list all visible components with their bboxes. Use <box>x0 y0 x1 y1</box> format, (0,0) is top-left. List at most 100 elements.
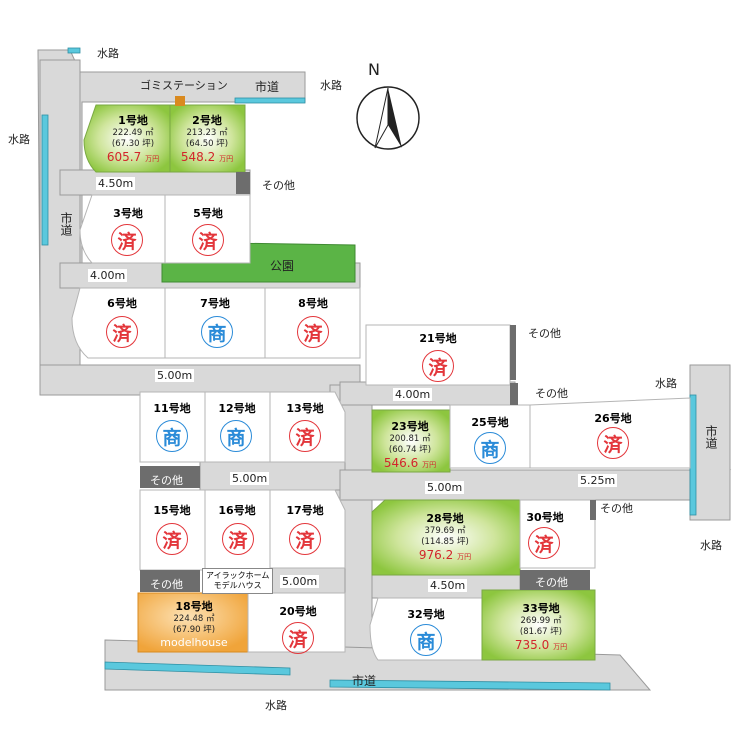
lot-30[interactable]: 30号地 <box>515 509 575 525</box>
negotiation-stamp: 商 <box>156 420 188 452</box>
lot-price-value: 546.6 <box>383 456 419 470</box>
sold-stamp: 済 <box>282 622 314 654</box>
other-plot-b <box>510 325 516 380</box>
lot-tsubo: (81.67 坪) <box>519 627 563 637</box>
negotiation-stamp: 商 <box>410 624 442 656</box>
sold-stamp: 済 <box>192 224 224 256</box>
lot-11[interactable]: 11号地 <box>142 400 202 416</box>
lot-3[interactable]: 3号地 <box>98 205 158 221</box>
road-width-label: 5.00m <box>280 575 320 588</box>
lot-title: 13号地 <box>286 402 324 415</box>
water-left <box>41 114 49 246</box>
water-right <box>689 394 697 516</box>
compass <box>356 86 420 150</box>
waterway-label: 水路 <box>700 539 722 552</box>
lot-title: 12号地 <box>218 402 256 415</box>
waterway-label: 水路 <box>265 699 287 712</box>
lot-price-unit: 万円 <box>145 155 160 163</box>
road-name-bottom: 市道 <box>352 674 377 688</box>
other-plot-c <box>510 383 518 405</box>
lot-5[interactable]: 5号地 <box>178 205 238 221</box>
sold-stamp: 済 <box>222 523 254 555</box>
lot-15[interactable]: 15号地 <box>142 502 202 518</box>
lot-tsubo: (67.30 坪) <box>111 139 155 149</box>
lot-28[interactable]: 28号地 379.69 ㎡ (114.85 坪) 976.2 万円 <box>400 510 490 562</box>
waterway-label: 水路 <box>320 79 342 92</box>
lot-26[interactable]: 26号地 <box>583 410 643 426</box>
lot-tsubo: (67.90 坪) <box>172 625 216 635</box>
lot-price: 735.0 万円 <box>515 638 567 652</box>
lot-title: 17号地 <box>286 504 324 517</box>
sold-stamp: 済 <box>297 316 329 348</box>
negotiation-stamp: 商 <box>474 432 506 464</box>
lot-21[interactable]: 21号地 <box>408 330 468 346</box>
lot-area: 379.69 ㎡ <box>424 526 466 536</box>
model-house-note: アイラックホーム モデルハウス <box>202 568 274 594</box>
lot-title: 26号地 <box>594 412 632 425</box>
lot-area: 224.48 ㎡ <box>173 614 215 624</box>
negotiation-stamp: 商 <box>201 316 233 348</box>
road-width-label: 4.50m <box>428 579 468 592</box>
other-label: その他 <box>535 387 568 400</box>
other-plots <box>140 96 596 592</box>
negotiation-stamp: 商 <box>220 420 252 452</box>
lot-price: 546.6 万円 <box>384 456 436 470</box>
lot-tsubo: (114.85 坪) <box>421 537 469 547</box>
lot-33[interactable]: 33号地 269.99 ㎡ (81.67 坪) 735.0 万円 <box>496 600 586 652</box>
lot-16[interactable]: 16号地 <box>207 502 267 518</box>
other-label: その他 <box>528 327 561 340</box>
other-plot-d <box>140 466 200 488</box>
lot-2[interactable]: 2号地 213.23 ㎡ (64.50 坪) 548.2 万円 <box>174 112 240 164</box>
compass-needle-black <box>388 88 402 148</box>
lot-6[interactable]: 6号地 <box>92 295 152 311</box>
sold-stamp: 済 <box>289 420 321 452</box>
lot-title: 3号地 <box>113 207 143 220</box>
lot-32[interactable]: 32号地 <box>396 606 456 622</box>
waterway-label: 水路 <box>8 133 30 146</box>
lot-1-shape <box>83 104 171 173</box>
lot-title: 11号地 <box>153 402 191 415</box>
park-label: 公園 <box>270 259 295 273</box>
lot-title: 6号地 <box>107 297 137 310</box>
lot-title: 1号地 <box>118 114 148 127</box>
road-width-label: 5.00m <box>230 472 270 485</box>
other-label: その他 <box>600 502 633 515</box>
lot-23-shape <box>371 409 451 473</box>
lot-price: 976.2 万円 <box>419 548 471 562</box>
sold-stamp: 済 <box>597 427 629 459</box>
lot-23[interactable]: 23号地 200.81 ㎡ (60.74 坪) 546.6 万円 <box>374 418 446 470</box>
lot-area: 200.81 ㎡ <box>389 434 431 444</box>
sold-stamp: 済 <box>422 350 454 382</box>
lot-price-value: 735.0 <box>514 638 550 652</box>
sold-stamp: 済 <box>156 523 188 555</box>
garbage-station-box <box>175 96 185 106</box>
lot-title: 8号地 <box>298 297 328 310</box>
lot-price-unit: 万円 <box>422 461 437 469</box>
road-name-top: 市道 <box>255 80 280 94</box>
lot-title: 32号地 <box>407 608 445 621</box>
lot-12[interactable]: 12号地 <box>207 400 267 416</box>
lot-13[interactable]: 13号地 <box>275 400 335 416</box>
road-width-label: 5.00m <box>155 369 195 382</box>
lot-title: 16号地 <box>218 504 256 517</box>
lot-1[interactable]: 1号地 222.49 ㎡ (67.30 坪) 605.7 万円 <box>100 112 166 164</box>
model-note-line2: モデルハウス <box>213 581 262 590</box>
other-plot-a <box>236 172 250 194</box>
lots <box>71 104 691 661</box>
lot-17[interactable]: 17号地 <box>275 502 335 518</box>
lot-title: 33号地 <box>522 602 560 615</box>
lot-price-value: 548.2 <box>180 150 216 164</box>
lot-18[interactable]: 18号地 224.48 ㎡ (67.90 坪) modelhouse <box>148 598 240 649</box>
lot-7[interactable]: 7号地 <box>185 295 245 311</box>
lot-25[interactable]: 25号地 <box>460 414 520 430</box>
lot-title: 7号地 <box>200 297 230 310</box>
lot-8[interactable]: 8号地 <box>283 295 343 311</box>
lot-area: 269.99 ㎡ <box>520 616 562 626</box>
lot-title: 30号地 <box>526 511 564 524</box>
road-width-label: 4.50m <box>96 177 136 190</box>
other-label: その他 <box>150 578 183 591</box>
lot-20[interactable]: 20号地 <box>268 603 328 619</box>
waterway-label: 水路 <box>97 47 119 60</box>
lot-price-value: 605.7 <box>106 150 142 164</box>
